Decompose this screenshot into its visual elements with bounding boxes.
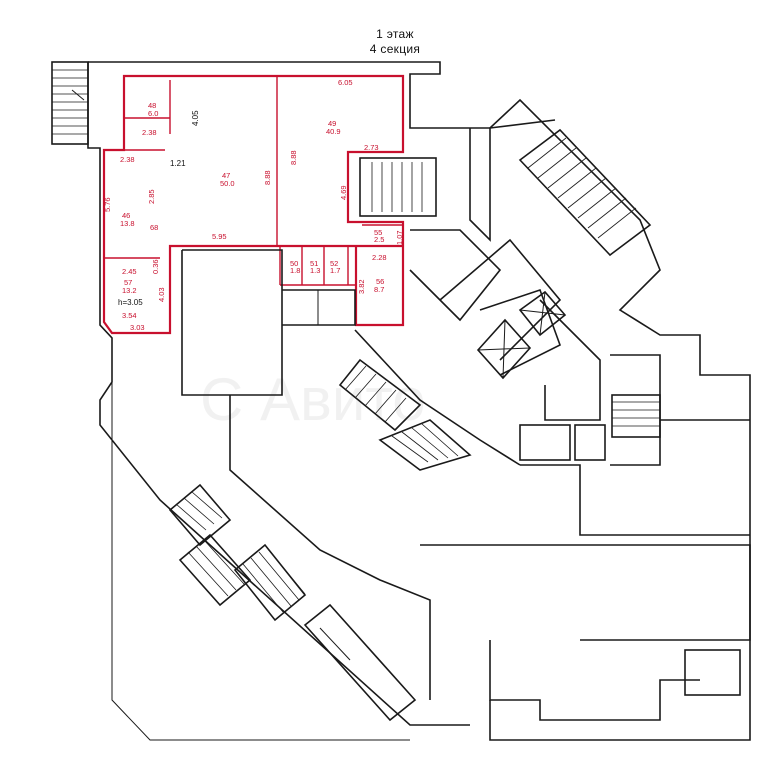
room-57-number: 57: [124, 278, 132, 287]
room-56-number: 56: [376, 277, 384, 286]
dim-5-76: 5.76: [103, 197, 112, 212]
room-48-number: 48: [148, 101, 156, 110]
dim-4-03: 4.03: [157, 287, 166, 302]
dim-0-36: 0.36: [151, 259, 160, 274]
room-49-area: 40.9: [326, 127, 341, 136]
dim-2-85: 2.85: [147, 189, 156, 204]
dim-2-38-b: 2.38: [120, 155, 135, 164]
room-49-number: 49: [328, 119, 336, 128]
dim-68: 68: [150, 223, 158, 232]
dim-1-21: 1.21: [170, 159, 186, 168]
ceiling-height: h=3.05: [118, 298, 143, 307]
entrance-stair-top-left: [51, 61, 89, 145]
dim-2-28: 2.28: [372, 253, 387, 262]
dim-2-73: 2.73: [364, 143, 379, 152]
room-52-area: 1.7: [330, 266, 340, 275]
dim-2-45: 2.45: [122, 267, 137, 276]
stair-middle: [338, 358, 472, 471]
stairs-lower-left: [168, 483, 417, 722]
room-46-area: 13.8: [120, 219, 135, 228]
floor-title: 1 этаж: [376, 27, 414, 41]
watermark: С Авито: [200, 366, 426, 433]
dim-4-05: 4.05: [191, 110, 200, 126]
room-56-area: 8.7: [374, 285, 384, 294]
room-47-area: 50.0: [220, 179, 235, 188]
room-48-area: 6.0: [148, 109, 158, 118]
dim-4-69: 4.69: [339, 185, 348, 200]
dim-8-88-a: 8.88: [263, 170, 272, 185]
dim-3-03: 3.03: [130, 323, 145, 332]
room-51-number: 51: [310, 259, 318, 268]
dim-6-05: 6.05: [338, 78, 353, 87]
elevator-shafts: [476, 290, 567, 380]
room-50-number: 50: [290, 259, 298, 268]
room-47-number: 47: [222, 171, 230, 180]
room-55-number: 55: [374, 228, 382, 237]
dim-5-95: 5.95: [212, 232, 227, 241]
room-55-area: 2.5: [374, 235, 384, 244]
internal-walls: [181, 128, 751, 721]
room-52-number: 52: [330, 259, 338, 268]
stair-upper-right: [518, 128, 652, 257]
room-labels: 48 6.0 47 50.0 49 40.9 46 13.8 57 13.2 5…: [120, 101, 384, 295]
highlighted-unit: [102, 74, 437, 335]
dim-3-82: 3.82: [357, 279, 366, 294]
room-51-area: 1.3: [310, 266, 320, 275]
room-57-area: 13.2: [122, 286, 137, 295]
stair-right-small: [611, 394, 661, 438]
dimension-labels: 6.05 2.38 2.38 4.05 1.21 8.88 8.88 2.73 …: [103, 78, 404, 332]
room-46-number: 46: [122, 211, 130, 220]
dim-2-38-a: 2.38: [142, 128, 157, 137]
dim-3-54: 3.54: [122, 311, 137, 320]
building-outline: [87, 61, 751, 741]
dim-8-88-b: 8.88: [289, 150, 298, 165]
room-50-area: 1.8: [290, 266, 300, 275]
dim-1-07: 1.07: [395, 230, 404, 245]
section-title: 4 секция: [369, 42, 421, 56]
